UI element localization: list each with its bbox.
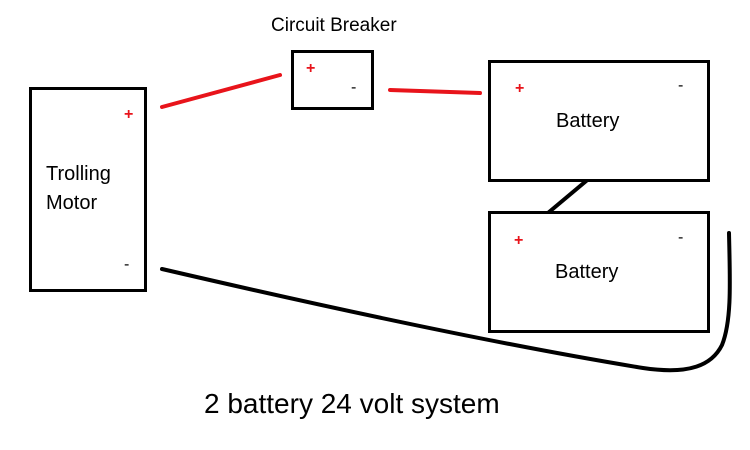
wire-motor-plus-to-breaker-plus — [160, 73, 282, 109]
wire-breaker-minus-to-battery-top-plus — [388, 88, 482, 95]
battery-top-plus-terminal: + — [515, 80, 525, 97]
diagram-caption: 2 battery 24 volt system — [204, 388, 500, 419]
battery-top-minus-terminal: - — [678, 77, 684, 94]
battery-bottom-minus-terminal: - — [678, 229, 684, 246]
battery-bottom-label: Battery — [555, 261, 619, 283]
circuit-breaker-label: Circuit Breaker — [271, 15, 397, 36]
battery-bottom-plus-terminal: + — [514, 232, 524, 249]
trolling-motor-plus-terminal: + — [124, 106, 134, 123]
circuit-breaker-minus-terminal: - — [351, 79, 357, 96]
trolling-motor-label-line1: Trolling — [46, 163, 111, 185]
circuit-breaker-plus-terminal: + — [306, 60, 316, 77]
wire-motor-minus-to-battery-bottom-minus — [160, 231, 732, 373]
trolling-motor-box — [29, 87, 147, 292]
battery-bottom-box — [488, 211, 710, 333]
circuit-breaker-box — [291, 50, 374, 110]
trolling-motor-minus-terminal: - — [124, 256, 130, 273]
battery-top-box — [488, 60, 710, 182]
battery-top-label: Battery — [556, 110, 620, 132]
trolling-motor-label-line2: Motor — [46, 192, 98, 214]
